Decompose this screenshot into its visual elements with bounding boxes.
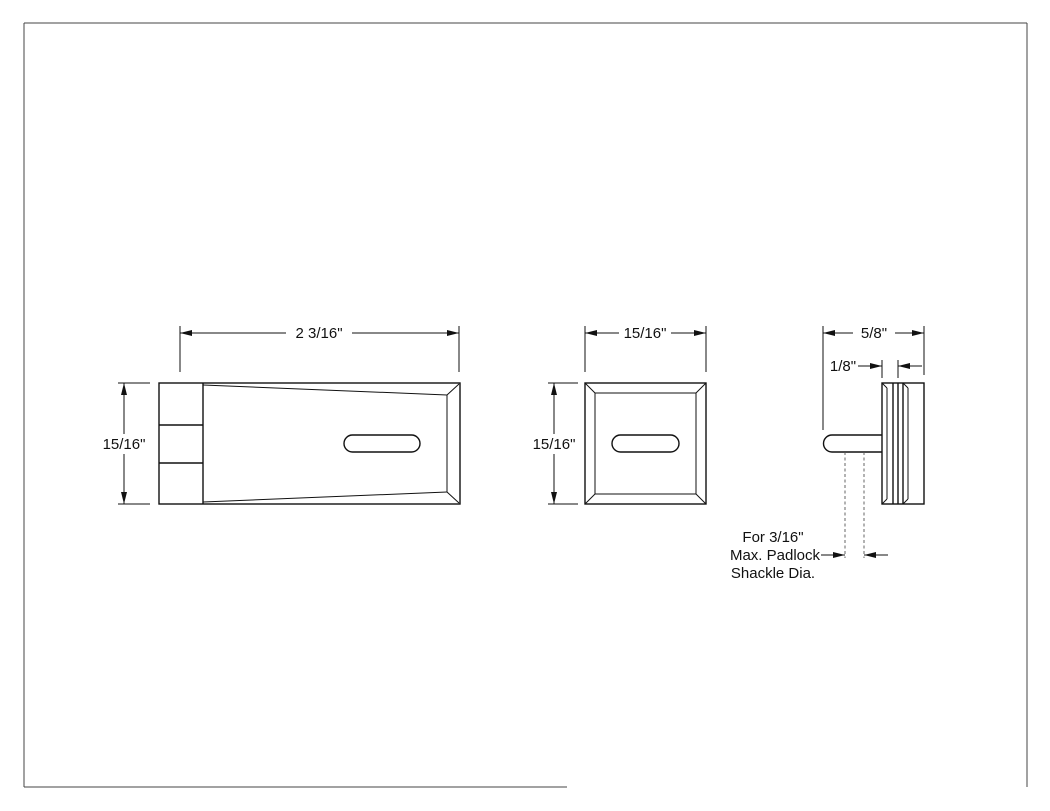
side-depth-dimension: 5/8" <box>822 323 925 430</box>
side-plate-dimension: 1/8" <box>830 358 922 378</box>
front-slot <box>343 434 421 453</box>
front-width-label: 2 3/16" <box>295 325 342 342</box>
side-depth-label: 5/8" <box>861 325 887 342</box>
note-line-2: Max. Padlock <box>730 547 821 564</box>
front-view <box>158 382 461 505</box>
side-plate-label: 1/8" <box>830 358 856 375</box>
front-width-dimension: 2 3/16" <box>179 323 460 372</box>
end-slot <box>611 434 680 453</box>
front-height-label: 15/16" <box>103 436 146 453</box>
staple-loop <box>822 434 882 453</box>
end-view <box>584 382 707 505</box>
note-line-1: For 3/16" <box>742 529 803 546</box>
side-view <box>822 382 925 558</box>
end-width-label: 15/16" <box>624 325 667 342</box>
end-width-dimension: 15/16" <box>584 323 707 372</box>
front-height-dimension: 15/16" <box>100 382 150 505</box>
note-line-3: Shackle Dia. <box>731 565 815 582</box>
shackle-note: For 3/16" Max. Padlock Shackle Dia. <box>730 529 888 582</box>
end-height-label: 15/16" <box>533 436 576 453</box>
sheet-border <box>23 22 1028 788</box>
end-height-dimension: 15/16" <box>530 382 580 505</box>
